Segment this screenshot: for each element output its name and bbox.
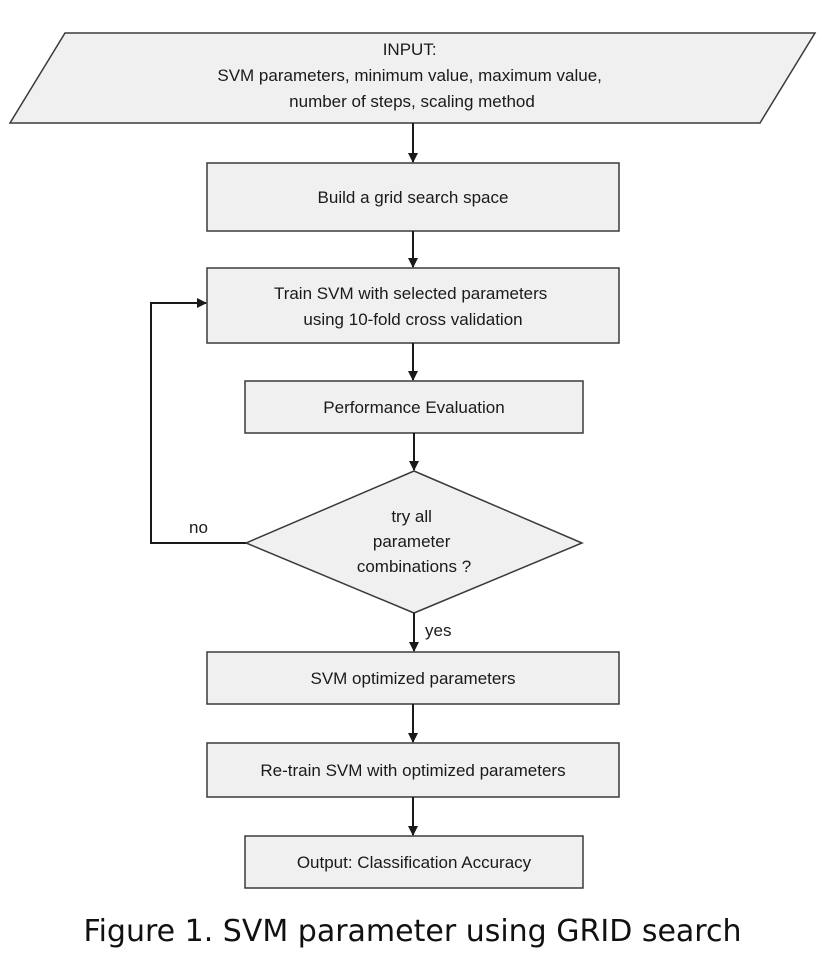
output-node: Output: Classification Accuracy xyxy=(244,835,584,889)
decision-line-1: try all xyxy=(391,507,432,526)
optimized-parameters-text: SVM optimized parameters xyxy=(310,669,515,688)
build-grid-node: Build a grid search space xyxy=(206,162,620,232)
decision-text: try all parameter combinations ? xyxy=(357,507,471,576)
arrow-decision-no-loop xyxy=(150,298,246,544)
input-node-text: INPUT: SVM parameters, minimum value, ma… xyxy=(217,40,606,111)
train-svm-text: Train SVM with selected parameters using… xyxy=(274,284,552,329)
train-svm-node: Train SVM with selected parameters using… xyxy=(206,267,620,344)
no-label: no xyxy=(189,518,208,537)
input-line-3: number of steps, scaling method xyxy=(289,92,535,111)
yes-label: yes xyxy=(425,621,451,640)
retrain-svm-node: Re-train SVM with optimized parameters xyxy=(206,742,620,798)
performance-evaluation-text: Performance Evaluation xyxy=(323,398,504,417)
decision-line-2: parameter xyxy=(373,532,451,551)
input-line-1: INPUT: xyxy=(383,40,437,59)
input-node: INPUT: SVM parameters, minimum value, ma… xyxy=(8,32,817,124)
decision-node: try all parameter combinations ? xyxy=(244,470,584,614)
input-line-2: SVM parameters, minimum value, maximum v… xyxy=(217,66,602,85)
train-line-1: Train SVM with selected parameters xyxy=(274,284,547,303)
build-grid-text: Build a grid search space xyxy=(318,188,509,207)
train-line-2: using 10-fold cross validation xyxy=(303,310,522,329)
output-text: Output: Classification Accuracy xyxy=(297,853,532,872)
decision-line-3: combinations ? xyxy=(357,557,471,576)
retrain-svm-text: Re-train SVM with optimized parameters xyxy=(260,761,565,780)
optimized-parameters-node: SVM optimized parameters xyxy=(206,651,620,705)
figure-caption: Figure 1. SVM parameter using GRID searc… xyxy=(83,914,742,949)
performance-evaluation-node: Performance Evaluation xyxy=(244,380,584,434)
